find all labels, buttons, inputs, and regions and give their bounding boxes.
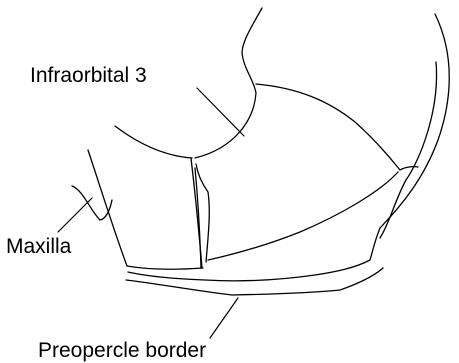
preopercle-border <box>126 268 383 295</box>
preopercle-inner-arc <box>380 62 437 238</box>
infraorbital-leader-line <box>197 88 244 136</box>
infraorbital-lower-edge <box>208 172 398 260</box>
preopercle-border-label: Preopercle border <box>38 339 206 362</box>
infraorbital-3-bone <box>196 84 418 262</box>
preopercle-arc <box>128 14 449 281</box>
infraorbital-upper-edge <box>256 84 400 170</box>
maxilla-leader-line <box>58 198 92 232</box>
infraorbital-posterior-edge <box>400 167 418 170</box>
orbit-rim-upper <box>195 8 262 158</box>
maxilla-anterior-edge <box>88 150 127 266</box>
maxilla-bone <box>72 150 203 269</box>
orbit-rim-lower <box>115 126 192 158</box>
maxilla-label: Maxilla <box>6 235 72 258</box>
preopercle-leader-line <box>210 298 238 338</box>
maxilla-lower-edge <box>127 266 203 269</box>
infraorbital-3-label: Infraorbital 3 <box>30 64 147 87</box>
preopercle-bone <box>126 14 449 295</box>
